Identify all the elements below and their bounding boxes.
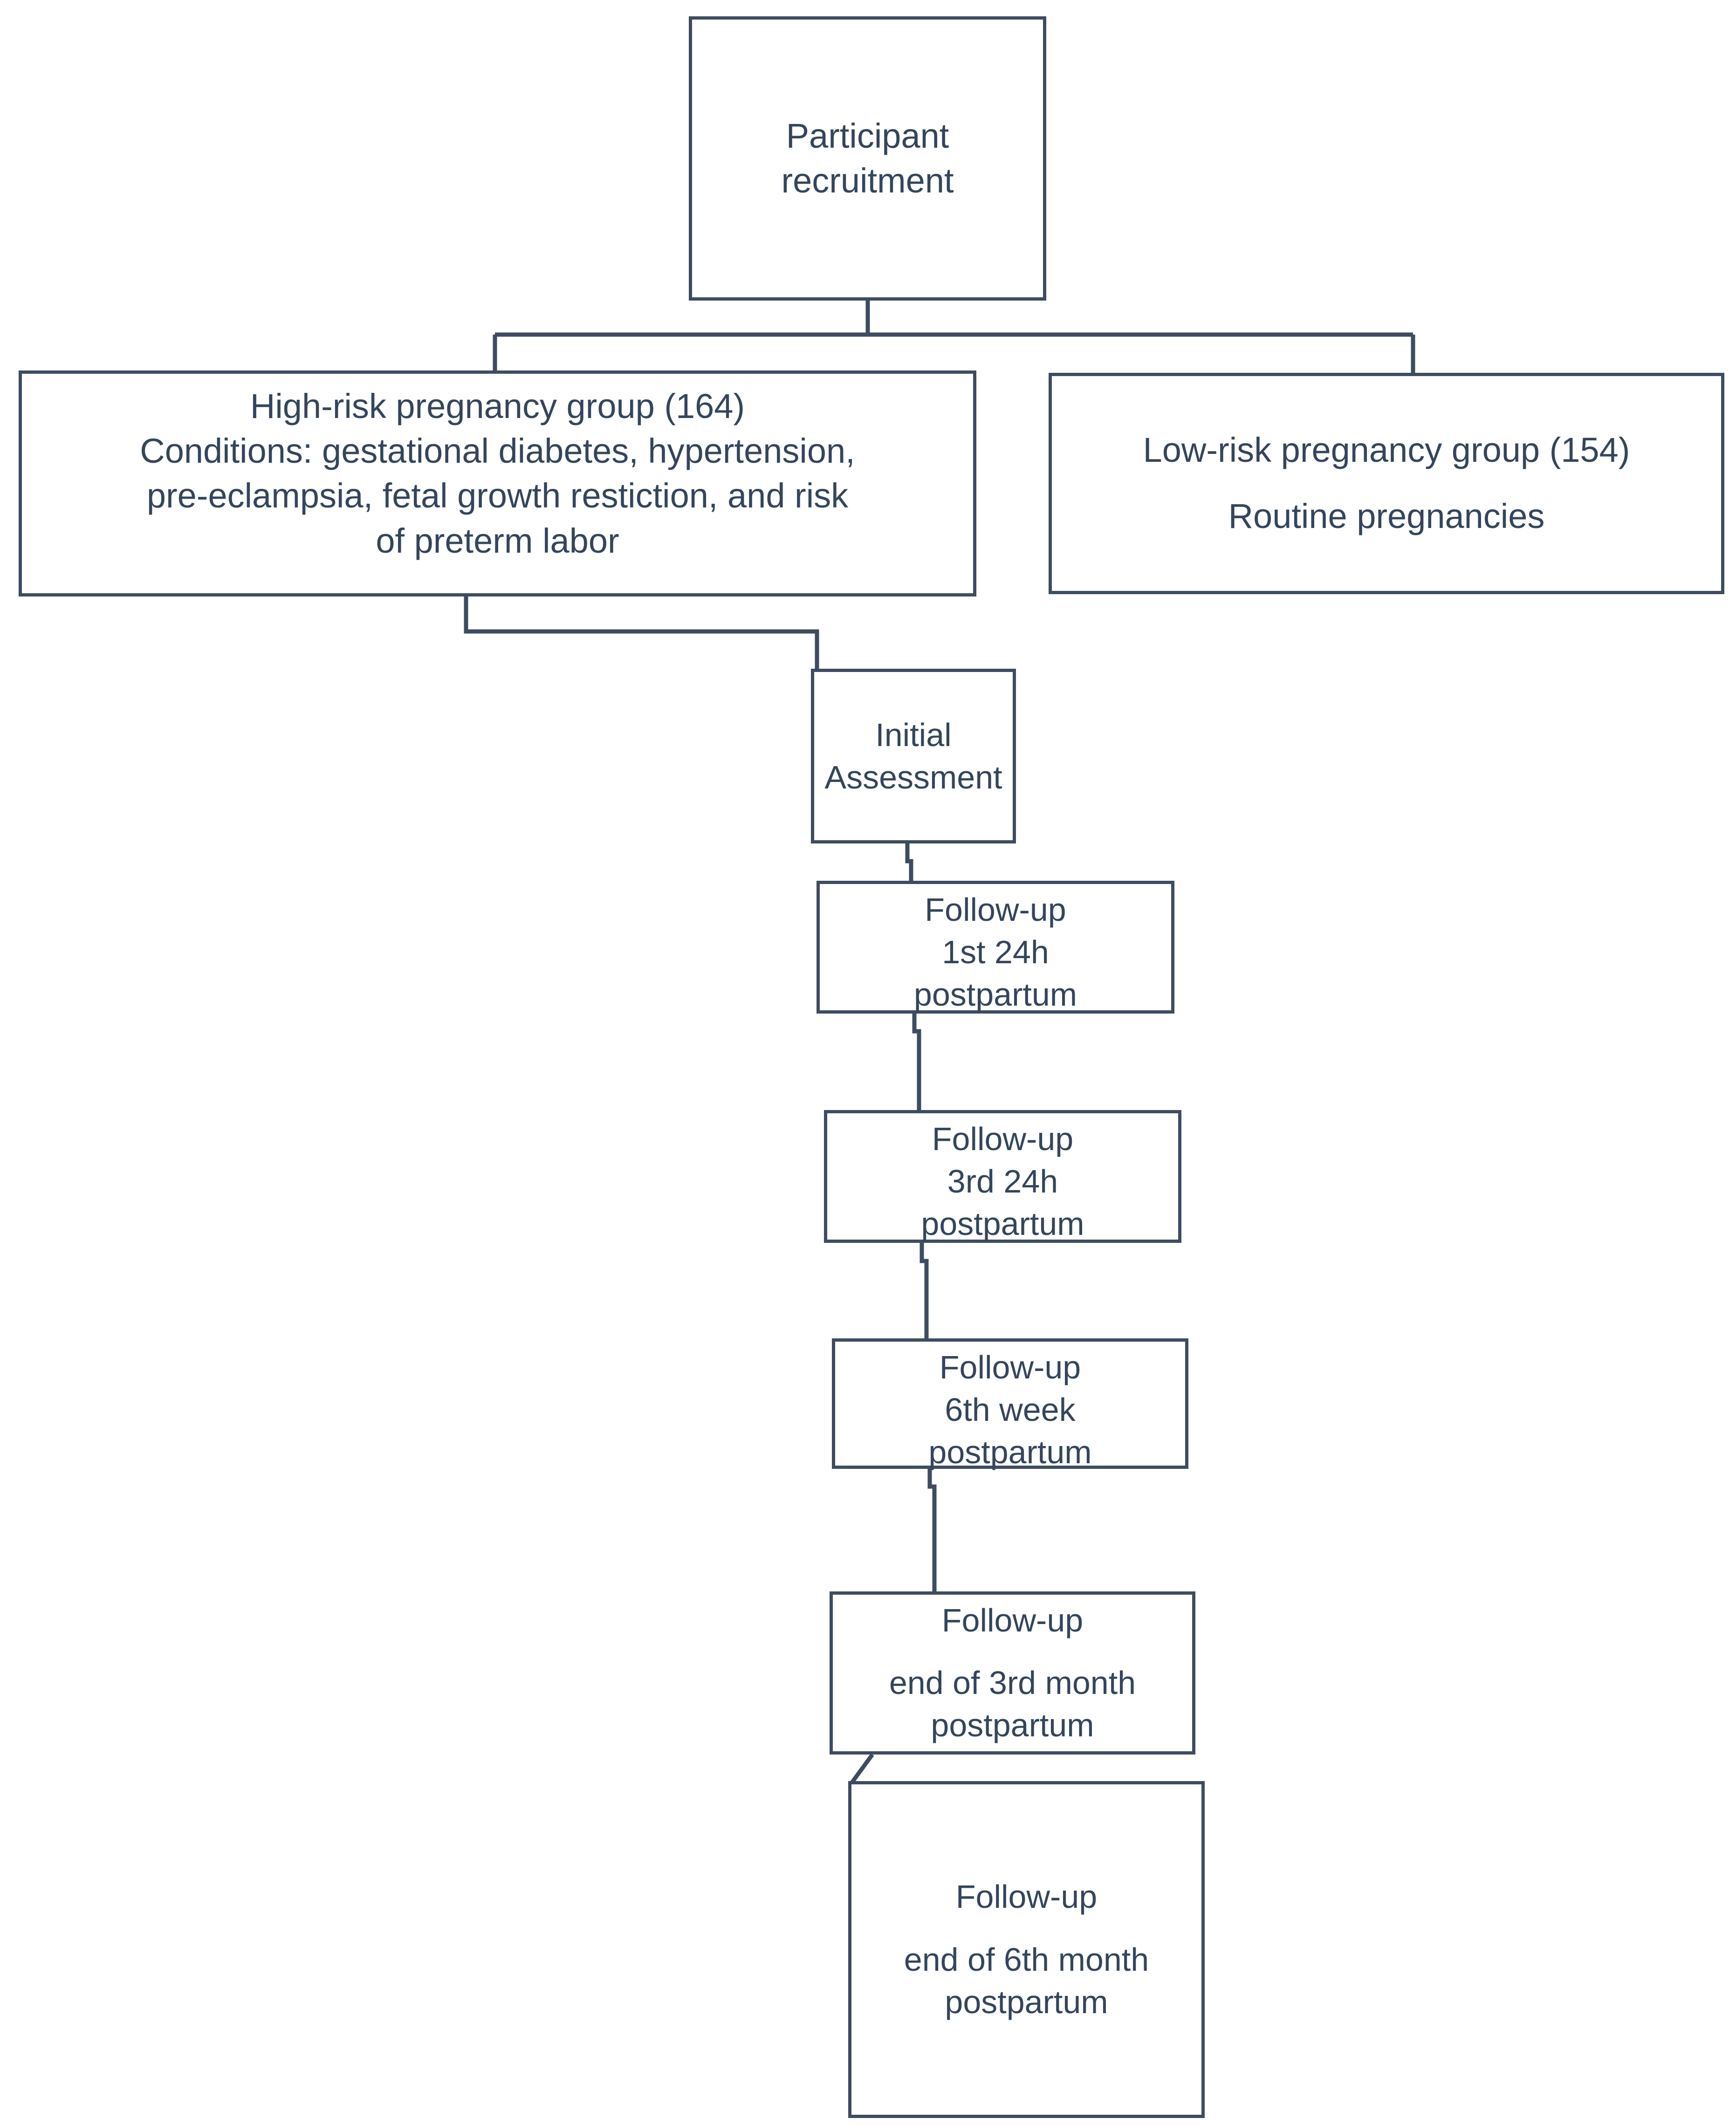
- node-follow-up-end-of-3rd-month-postpartum[interactable]: Follow-up end of 3rd month postpartum: [830, 1591, 1195, 1755]
- node-line: postpartum: [945, 1983, 1108, 2020]
- node-line: Follow-up: [955, 1878, 1098, 1915]
- node-line: Assessment: [824, 759, 1002, 795]
- edge-fu2-fu3: [919, 1243, 929, 1340]
- node-line: postpartum: [921, 1206, 1084, 1242]
- node-line: postpartum: [931, 1707, 1094, 1744]
- node-follow-up-6th-week-postpartum[interactable]: Follow-up 6th week postpartum: [832, 1338, 1188, 1470]
- node-line: High-risk pregnancy group (164): [250, 387, 745, 425]
- edge-highrisk-initial: [464, 596, 819, 670]
- node-line: 6th week: [945, 1392, 1076, 1428]
- node-line: postpartum: [928, 1434, 1092, 1470]
- node-line: Follow-up: [925, 891, 1066, 928]
- node-line: postpartum: [913, 976, 1077, 1013]
- node-follow-up-end-of-6th-month-postpartum[interactable]: Follow-up end of 6th month postpartum: [848, 1781, 1205, 2118]
- node-initial-assessment[interactable]: Initial Assessment: [811, 669, 1016, 843]
- node-line: Conditions: gestational diabetes, hypert…: [140, 432, 855, 471]
- node-line: pre-eclampsia, fetal growth restiction, …: [146, 476, 849, 515]
- node-line: Routine pregnancies: [1228, 497, 1545, 536]
- edge-fu4-fu5: [850, 1753, 874, 1784]
- node-follow-up-3rd-24h-postpartum[interactable]: Follow-up 3rd 24h postpartum: [824, 1110, 1181, 1243]
- node-line: Follow-up: [939, 1349, 1081, 1385]
- node-follow-up-1st-24h-postpartum[interactable]: Follow-up 1st 24h postpartum: [817, 881, 1174, 1014]
- node-line: end of 6th month: [904, 1941, 1149, 1978]
- node-line: Follow-up: [941, 1602, 1084, 1638]
- node-line: 3rd 24h: [947, 1163, 1058, 1200]
- node-line: Initial: [875, 716, 952, 753]
- edge-initial-fu1: [905, 843, 913, 882]
- node-line: Follow-up: [932, 1121, 1074, 1157]
- node-line: of preterm labor: [376, 521, 619, 560]
- node-line: Low-risk pregnancy group (154): [1143, 431, 1630, 470]
- node-participant-recruitment[interactable]: Participant recruitment: [689, 16, 1046, 301]
- node-low-risk-pregnancy-group[interactable]: Low-risk pregnancy group (154) Routine p…: [1049, 373, 1724, 594]
- node-line: end of 3rd month: [889, 1665, 1136, 1701]
- node-line: Participant: [786, 116, 949, 155]
- edge-fu3-fu4: [927, 1469, 937, 1593]
- node-line: recruitment: [781, 161, 954, 200]
- node-line: 1st 24h: [942, 934, 1049, 970]
- node-high-risk-pregnancy-group[interactable]: High-risk pregnancy group (164) Conditio…: [19, 370, 976, 596]
- edge-fu1-fu2: [912, 1014, 921, 1111]
